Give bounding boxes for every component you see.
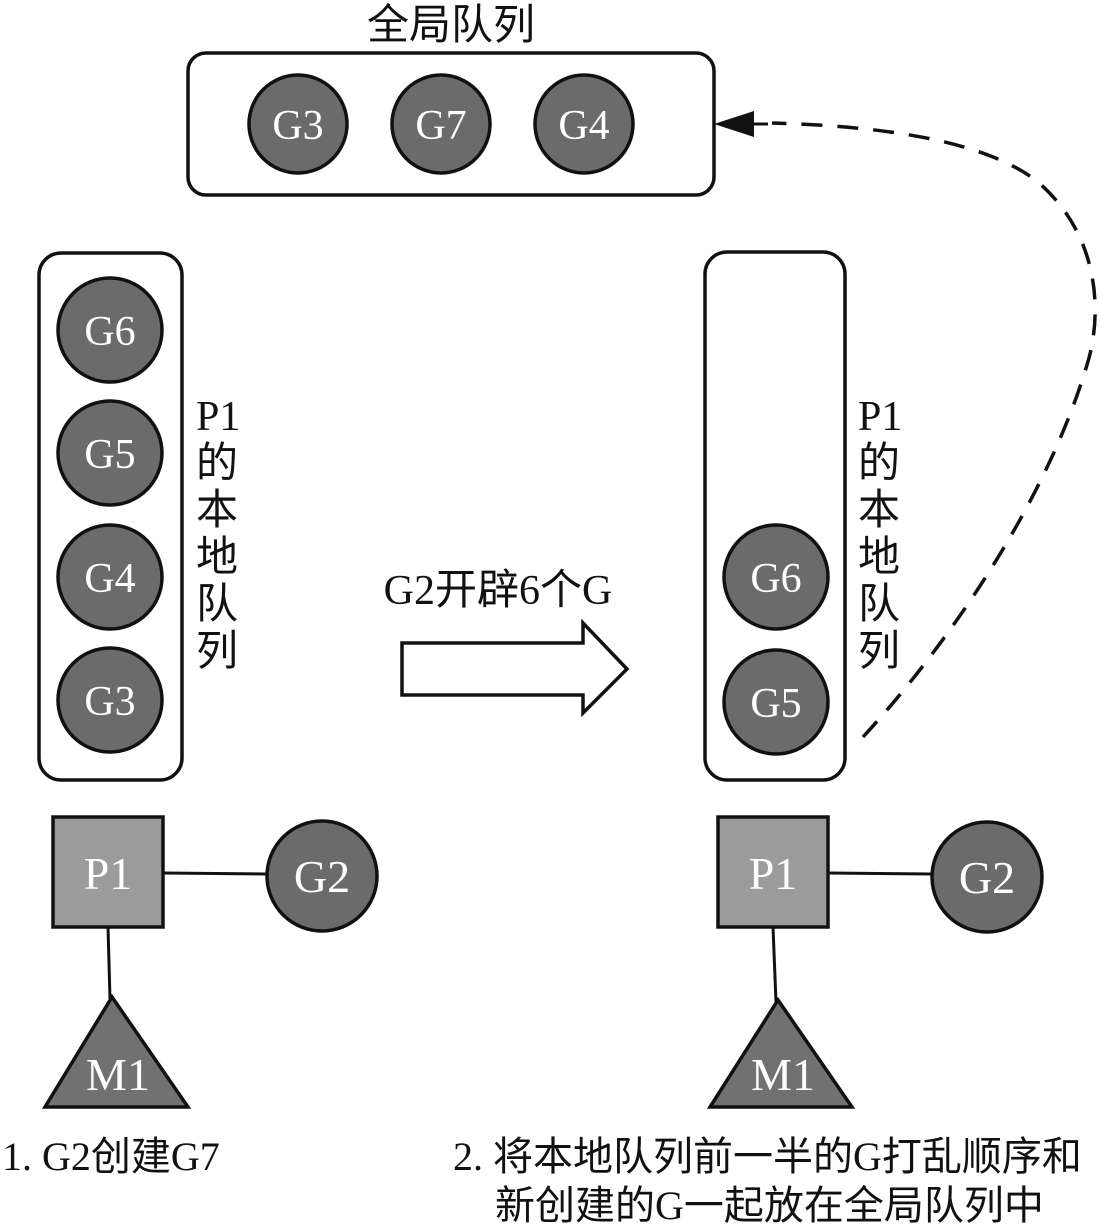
dashed-arrowhead-icon xyxy=(714,111,754,137)
left-queue-goroutine-circle-4 xyxy=(56,646,164,754)
left-queue-goroutine-circle-3 xyxy=(56,523,164,631)
left-queue-goroutine-label-4: G3 xyxy=(84,679,135,725)
global-queue-title: 全局队列 xyxy=(367,2,535,49)
global-goroutine-circle-2 xyxy=(390,73,492,175)
global-goroutine-label-3: G4 xyxy=(558,103,609,149)
left-processor-square xyxy=(51,815,165,929)
caption-step2-line2: 新创建的G一起放在全局队列中 xyxy=(495,1183,1044,1224)
right-p1-g2-connector xyxy=(827,871,933,876)
caption-step2: 2. 将本地队列前一半的G打乱顺序和 新创建的G一起放在全局队列中 xyxy=(453,1132,1082,1224)
left-processor-label: P1 xyxy=(84,848,133,899)
left-local-queue-label: P1的本地队列 xyxy=(196,394,241,675)
left-machine-triangle xyxy=(41,993,192,1109)
right-processor-square xyxy=(716,815,830,929)
global-goroutine-label-1: G3 xyxy=(272,103,323,149)
left-queue-goroutine-label-2: G5 xyxy=(84,432,135,478)
global-goroutine-circle-1 xyxy=(247,73,349,175)
global-goroutine-label-2: G7 xyxy=(415,103,466,149)
left-machine-label: M1 xyxy=(86,1049,150,1100)
right-queue-goroutine-label-2: G5 xyxy=(750,681,801,727)
left-running-goroutine-circle xyxy=(265,819,379,933)
transition-arrow-icon xyxy=(400,618,630,718)
right-running-goroutine-circle xyxy=(930,820,1044,934)
left-queue-goroutine-circle-2 xyxy=(56,399,164,507)
global-goroutine-circle-3 xyxy=(533,73,635,175)
right-queue-goroutine-circle-2 xyxy=(722,648,830,756)
left-p1-g2-connector xyxy=(162,871,268,876)
caption-step2-line1: 2. 将本地队列前一半的G打乱顺序和 xyxy=(453,1134,1082,1179)
right-queue-goroutine-circle-1 xyxy=(722,523,830,631)
right-machine-label: M1 xyxy=(751,1049,815,1100)
left-queue-goroutine-label-1: G6 xyxy=(84,309,135,355)
caption-step1: 1. G2创建G7 xyxy=(2,1134,220,1179)
right-queue-goroutine-label-1: G6 xyxy=(750,556,801,602)
right-local-queue-label: P1的本地队列 xyxy=(858,394,903,675)
right-running-goroutine-label: G2 xyxy=(959,852,1015,903)
right-local-queue-box xyxy=(703,250,847,782)
left-p1-m1-connector xyxy=(106,926,112,1000)
left-queue-goroutine-label-3: G4 xyxy=(84,556,135,602)
transition-label: G2开辟6个G xyxy=(384,568,613,614)
right-machine-triangle xyxy=(706,996,856,1109)
left-local-queue-box xyxy=(37,251,184,782)
right-processor-label: P1 xyxy=(749,848,798,899)
left-running-goroutine-label: G2 xyxy=(294,851,350,902)
right-p1-m1-connector xyxy=(771,926,778,1003)
left-queue-goroutine-circle-1 xyxy=(56,276,164,384)
